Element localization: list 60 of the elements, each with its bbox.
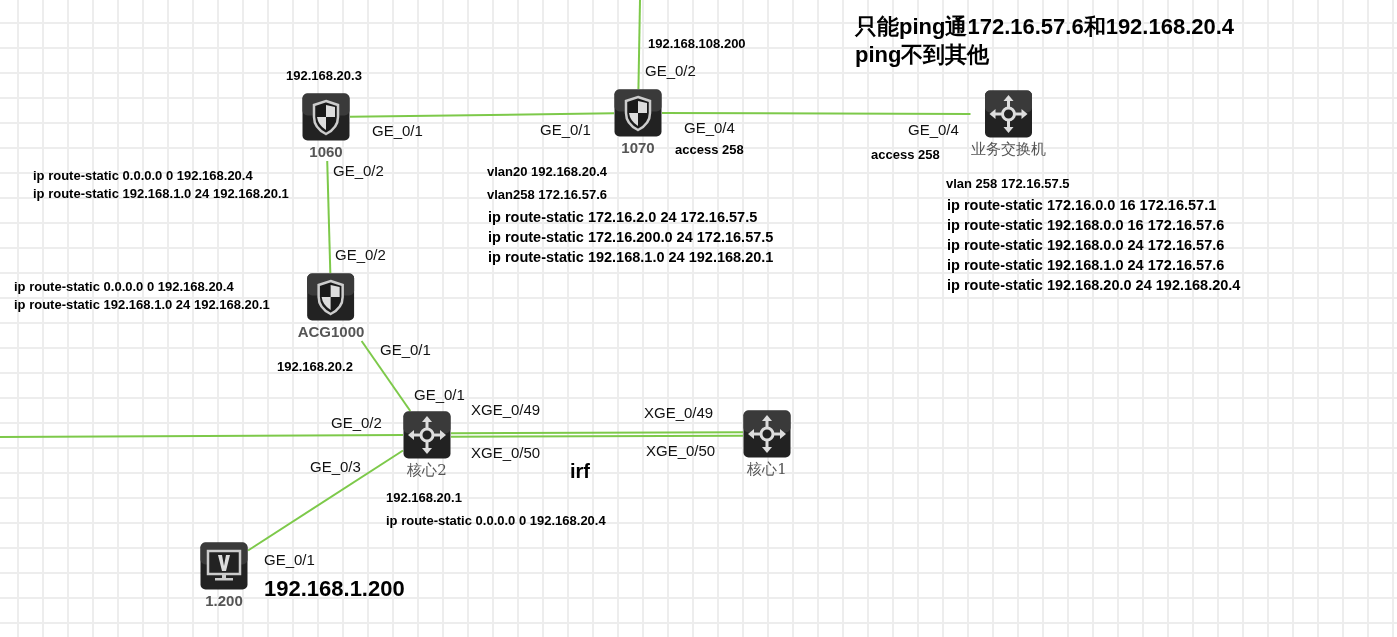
config-text: ip route-static 192.168.1.0 24 192.168.20.1 [33, 186, 289, 202]
link-line [326, 160, 332, 274]
route-config-text: ip route-static 172.16.2.0 24 172.16.57.5 [488, 209, 758, 226]
device-label: 核心2 [407, 461, 447, 479]
route-config-text: ip route-static 172.16.0.0 16 172.16.57.1 [947, 197, 1217, 214]
note-text: 只能ping通172.16.57.6和192.168.20.4 ping不到其他 [855, 13, 1236, 69]
switch-node [970, 90, 1046, 158]
route-config-text: ip route-static 192.168.0.0 16 172.16.57.6 [947, 217, 1225, 234]
config-text: vlan 258 172.16.57.5 [946, 176, 1070, 192]
link-line [247, 449, 404, 552]
port-label: XGE_0/49 [471, 401, 541, 418]
link-line [450, 431, 744, 435]
port-label: XGE_0/49 [644, 404, 714, 421]
port-label: GE_0/2 [645, 62, 696, 79]
port-label: GE_0/1 [372, 122, 423, 139]
link-line [0, 434, 404, 438]
config-text: 192.168.20.1 [386, 490, 462, 506]
port-label: GE_0/2 [331, 414, 382, 431]
config-text: vlan258 172.16.57.6 [487, 187, 607, 203]
device-label: ACG1000 [297, 323, 365, 341]
route-config-text: ip route-static 192.168.20.0 24 192.168.20.4 [947, 277, 1241, 294]
device-label: 核心1 [747, 460, 787, 478]
config-text: access 258 [675, 142, 744, 158]
config-text: ip route-static 192.168.1.0 24 192.168.20.1 [14, 297, 270, 313]
route-config-text: ip route-static 192.168.0.0 24 172.16.57.6 [947, 237, 1225, 254]
device-label: 1060 [309, 143, 343, 161]
device-label: 1070 [621, 139, 655, 157]
switch-node [743, 410, 791, 478]
config-text: access 258 [871, 147, 940, 163]
link-line [360, 340, 412, 412]
config-text: 192.168.1.200 [264, 576, 405, 602]
port-label: GE_0/1 [414, 386, 465, 403]
port-label: GE_0/3 [310, 458, 361, 475]
port-label: XGE_0/50 [471, 444, 541, 461]
link-line [661, 112, 972, 115]
config-text: ip route-static 0.0.0.0 0 192.168.20.4 [33, 168, 253, 184]
link-label: irf [570, 460, 590, 483]
port-label: GE_0/2 [335, 246, 386, 263]
config-text: 192.168.108.200 [648, 36, 746, 52]
config-text: 192.168.20.3 [286, 68, 362, 84]
port-label: XGE_0/50 [646, 442, 716, 459]
route-config-text: ip route-static 192.168.1.0 24 172.16.57.6 [947, 257, 1225, 274]
route-config-text: ip route-static 172.16.200.0 24 172.16.57.5 [488, 229, 774, 246]
port-label: GE_0/1 [264, 551, 315, 568]
route-config-text: ip route-static 192.168.1.0 24 192.168.20.1 [488, 249, 774, 266]
link-line [637, 0, 641, 90]
switch-node [403, 411, 451, 479]
device-label: 1.200 [205, 592, 243, 610]
port-label: GE_0/1 [540, 121, 591, 138]
config-text: ip route-static 0.0.0.0 0 192.168.20.4 [14, 279, 234, 295]
port-label: GE_0/4 [684, 119, 735, 136]
link-line [450, 434, 744, 438]
port-label: GE_0/4 [908, 121, 959, 138]
config-text: ip route-static 0.0.0.0 0 192.168.20.4 [386, 513, 606, 529]
config-text: vlan20 192.168.20.4 [487, 164, 607, 180]
device-label: 业务交换机 [970, 140, 1046, 158]
port-label: GE_0/2 [333, 162, 384, 179]
port-label: GE_0/1 [380, 341, 431, 358]
config-text: 192.168.20.2 [277, 359, 353, 375]
link-line [349, 112, 615, 118]
